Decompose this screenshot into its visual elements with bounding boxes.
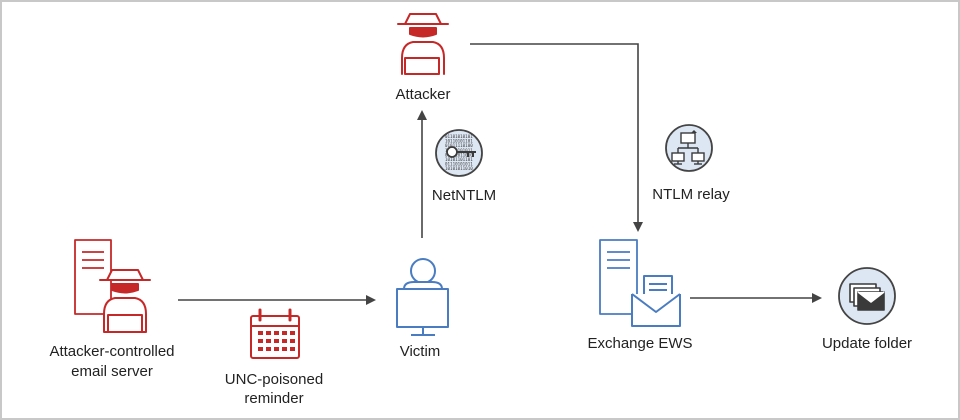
arrow-attacker-to-exchange [470, 43, 643, 232]
binary-line: 10101101101 [445, 157, 473, 162]
ntlm-relay-badge [665, 124, 713, 172]
network-icon [671, 130, 705, 165]
reminder-label-line2: reminder [244, 390, 303, 407]
reminder-label-line1: UNC-poisoned [225, 371, 323, 388]
binary-code-icon: 0110101010110110101101010111101001101010… [445, 134, 473, 171]
key-icon [446, 146, 476, 158]
update-folder-badge [838, 267, 896, 325]
binary-line: 01101010101 [445, 134, 473, 139]
stacked-mail-icon [849, 283, 885, 311]
calendar-icon [250, 308, 300, 359]
binary-line: 01101011010 [445, 152, 473, 157]
update-folder-label: Update folder [822, 335, 912, 352]
netntlm-key-badge: 0110101010110110101101010111101001101010… [435, 129, 483, 177]
victim-icon [396, 258, 449, 336]
victim-label: Victim [400, 343, 441, 360]
exchange-server-icon [599, 239, 638, 315]
attacker-hacker-icon [99, 269, 151, 333]
attacker-label: Attacker [395, 86, 450, 103]
email-server-label-line2: email server [71, 363, 153, 380]
ntlm-relay-label: NTLM relay [652, 186, 730, 203]
binary-line: 01110101011 [445, 162, 473, 167]
email-server-label-line1: Attacker-controlled [49, 343, 174, 360]
email-server-icon [74, 239, 112, 315]
mail-envelope-icon [631, 275, 681, 327]
binary-line: 01011110100 [445, 143, 473, 148]
binary-line: 11010101011 [445, 148, 473, 153]
exchange-label: Exchange EWS [587, 335, 692, 352]
attacker-icon [397, 13, 449, 75]
netntlm-label: NetNTLM [432, 187, 496, 204]
binary-line: 10101011010 [445, 166, 473, 171]
binary-line: 10110101101 [445, 139, 473, 144]
